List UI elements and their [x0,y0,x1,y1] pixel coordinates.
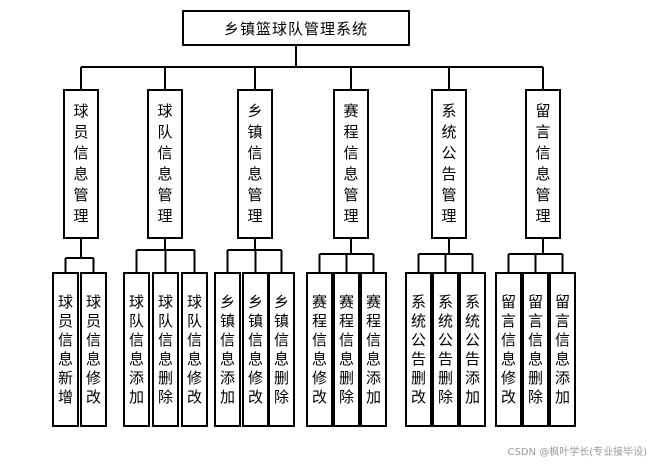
leaf-box-0-1: 球员信息修改 [80,272,107,427]
module-box-3: 赛程信息管理 [333,89,369,239]
module-box-4: 系统公告管理 [431,89,467,239]
leaf-box-2-0: 乡镇信息添加 [214,272,241,427]
root-title: 乡镇篮球队管理系统 [223,19,368,38]
leaf-box-5-1: 留言信息删除 [522,272,549,427]
leaf-box-1-1: 球队信息删除 [152,272,179,427]
module-box-5: 留言信息管理 [525,89,561,239]
leaf-box-2-2: 乡镇信息删除 [268,272,295,427]
leaf-box-1-2: 球队信息修改 [181,272,208,427]
leaf-box-4-0: 系统公告删改 [405,272,432,427]
leaf-box-1-0: 球队信息添加 [123,272,150,427]
leaf-box-4-2: 系统公告添加 [459,272,486,427]
leaf-box-2-1: 乡镇信息修改 [242,272,269,427]
leaf-box-3-1: 赛程信息删除 [333,272,360,427]
watermark: CSDN @枫叶学长(专业接毕设) [507,447,648,458]
module-box-0: 球员信息管理 [63,89,99,239]
root-system-box: 乡镇篮球队管理系统 [182,10,410,46]
leaf-box-5-0: 留言信息修改 [495,272,522,427]
module-box-2: 乡镇信息管理 [237,89,273,239]
leaf-box-5-2: 留言信息添加 [549,272,576,427]
leaf-box-3-2: 赛程信息添加 [360,272,387,427]
module-box-1: 球队信息管理 [147,89,183,239]
leaf-box-0-0: 球员信息新增 [52,272,79,427]
leaf-box-4-1: 系统公告删除 [432,272,459,427]
leaf-box-3-0: 赛程信息修改 [306,272,333,427]
